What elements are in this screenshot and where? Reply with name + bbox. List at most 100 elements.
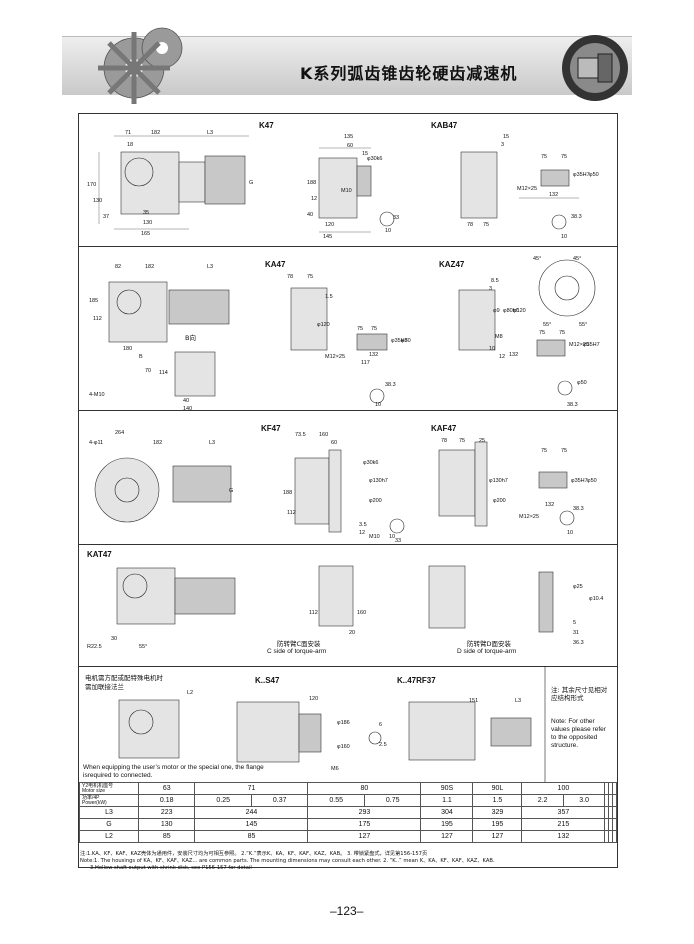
dim-text: 117 xyxy=(361,360,370,366)
dim-text: 40 xyxy=(183,398,189,404)
dim-text: φ50 xyxy=(401,338,411,344)
table-cell: 3.0 xyxy=(562,794,606,807)
table-row: L2 85 85 127 127 127 132 xyxy=(79,830,617,843)
dim-text: 112 xyxy=(309,610,318,616)
dim-text: 15 xyxy=(362,151,368,157)
dim-text: 78 xyxy=(467,222,473,228)
page-title: K系列弧齿锥齿轮硬齿减速机 xyxy=(300,64,518,83)
table-cell: 0.25 xyxy=(194,794,252,807)
row-head: G xyxy=(79,818,139,831)
dim-text: 18 xyxy=(127,142,133,148)
dim-text: 182 xyxy=(153,440,162,446)
side-c-zh: 防转臂C面安装 xyxy=(277,640,321,648)
dim-text: 78 xyxy=(441,438,447,444)
dim-text: 1.5 xyxy=(325,294,333,300)
flange-note-en: When equipping the user’s motor or the s… xyxy=(83,764,264,779)
table-cell: 0.37 xyxy=(250,794,309,807)
table-row: G 130 145 175 195 195 215 xyxy=(79,818,617,831)
dim-text: 188 xyxy=(283,490,292,496)
dim-text: M8 xyxy=(495,334,503,340)
dim-text: 130 xyxy=(143,220,152,226)
dim-text: 75 xyxy=(559,330,565,336)
dim-text: 145 xyxy=(323,234,332,240)
dim-text: φ35H7 xyxy=(573,172,590,178)
dim-text: 160 xyxy=(357,610,366,616)
dim-text: 38.3 xyxy=(573,506,584,512)
table-cell: 85 xyxy=(194,830,309,843)
table-cell: 132 xyxy=(521,830,606,843)
dim-text: 75 xyxy=(541,154,547,160)
dim-text: 3 xyxy=(489,286,492,292)
dim-text: 112 xyxy=(93,316,102,322)
side-d-zh: 防转臂D面安装 xyxy=(467,640,512,648)
dim-text: φ120 xyxy=(317,322,330,328)
dim-text: 38.3 xyxy=(571,214,582,220)
dim-text: φ130h7 xyxy=(369,478,388,484)
table-cell: 195 xyxy=(420,818,474,831)
table-cell: 90S xyxy=(420,782,474,795)
row-head: L3 xyxy=(79,806,139,819)
table-cell: 2.2 xyxy=(521,794,564,807)
dim-text: 25 xyxy=(479,438,485,444)
dim-text: G xyxy=(249,180,253,186)
dim-text: 38.3 xyxy=(567,402,578,408)
dim-text: L3 xyxy=(207,130,213,136)
note-box-zh: 注: 其余尺寸见相对应结构形式 xyxy=(551,686,608,702)
dim-text: 160 xyxy=(319,432,328,438)
dim-text: 10 xyxy=(389,534,395,540)
gear-motor-icon xyxy=(562,35,628,101)
dim-text: 182 xyxy=(145,264,154,270)
footnote-line-1: 注:1.KA、KF、KAF、KAZ壳体为通用件，安装尺寸均为可相互参照。 2.“… xyxy=(80,851,428,857)
dim-text: φ10.4 xyxy=(589,596,603,602)
dim-text: 4-M10 xyxy=(89,392,105,398)
dim-text: 182 xyxy=(151,130,160,136)
flange-note-zh-2: 需加联接法兰 xyxy=(85,683,124,691)
dim-text: M6 xyxy=(331,766,339,772)
dim-text: 60 xyxy=(347,143,353,149)
dim-text: 130 xyxy=(93,198,102,204)
table-cell: 1.1 xyxy=(420,794,474,807)
table-row: L3 223 244 293 304 329 357 xyxy=(79,806,617,819)
dim-text: 264 xyxy=(115,430,124,436)
dim-text: φ80h6 xyxy=(503,308,519,314)
dim-text: 71 xyxy=(125,130,131,136)
table-cell: 63 xyxy=(137,782,196,795)
dim-text: 75 xyxy=(561,154,567,160)
dim-text: φ160 xyxy=(337,744,350,750)
dim-text: 112 xyxy=(287,510,296,516)
dim-text: L2 xyxy=(187,690,193,696)
dim-text: 8.5 xyxy=(491,278,499,284)
table-cell: 127 xyxy=(420,830,474,843)
dim-text: 75 xyxy=(541,448,547,454)
dim-text: 75 xyxy=(561,448,567,454)
dim-text: 12 xyxy=(359,530,365,536)
dim-text: 10 xyxy=(385,228,391,234)
dim-text: 36.3 xyxy=(573,640,584,646)
table-cell: 127 xyxy=(307,830,422,843)
dim-text: B xyxy=(139,354,143,360)
dim-text: R22.5 xyxy=(87,644,102,650)
dim-text: 5 xyxy=(573,620,576,626)
dim-text: φ35H7 xyxy=(583,342,600,348)
dim-text: 132 xyxy=(369,352,378,358)
dim-text: 75 xyxy=(357,326,363,332)
note-box-en: Note: For other values please refer to t… xyxy=(551,718,606,749)
dim-text: 75 xyxy=(483,222,489,228)
view-b-label: B向 xyxy=(185,334,196,342)
dim-text: 114 xyxy=(159,370,168,376)
label-ka47: KA47 xyxy=(265,260,286,269)
row-head: L2 xyxy=(79,830,139,843)
table-cell: 215 xyxy=(521,818,606,831)
dim-text: 15 xyxy=(503,134,509,140)
dim-text: 38.3 xyxy=(385,382,396,388)
dim-text: 165 xyxy=(141,231,150,237)
dim-text: φ120 xyxy=(513,308,526,314)
dim-text: 3.5 xyxy=(359,522,367,528)
